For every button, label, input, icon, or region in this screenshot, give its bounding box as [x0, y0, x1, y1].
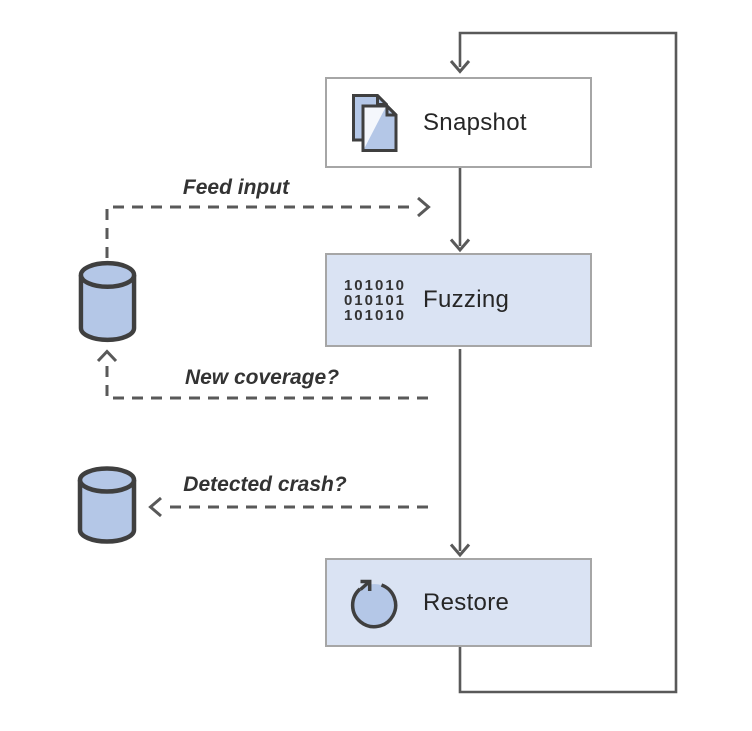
corpus-database-icon — [77, 260, 138, 350]
feed-input-label: Feed input — [182, 176, 290, 199]
circular-restore-arrow-icon — [327, 575, 423, 631]
detected-crash-label: Detected crash? — [183, 473, 347, 496]
node-restore: Restore — [325, 558, 592, 647]
binary-line: 101010 — [343, 306, 407, 324]
feed-input-connector — [105, 205, 416, 258]
node-fuzzing-label: Fuzzing — [423, 286, 510, 313]
node-fuzzing: 101010 010101 101010 Fuzzing — [325, 253, 592, 347]
documents-copy-icon — [327, 93, 423, 152]
crash-database-icon — [76, 466, 138, 551]
binary-line: 010101 — [343, 291, 407, 309]
node-snapshot: Snapshot — [325, 77, 592, 168]
fuzzing-to-restore-arrowhead-icon — [449, 543, 471, 558]
loop-arrowhead-down-icon — [449, 60, 471, 74]
binary-code-icon: 101010 010101 101010 — [327, 278, 423, 323]
feed-input-arrowhead-icon — [417, 196, 431, 218]
new-coverage-connector — [105, 362, 428, 400]
new-coverage-label: New coverage? — [184, 366, 340, 389]
binary-line: 101010 — [343, 276, 407, 294]
restore-loop-connector — [458, 31, 678, 694]
snapshot-to-fuzzing-arrowhead-icon — [449, 238, 471, 253]
detected-crash-arrowhead-icon — [148, 496, 162, 518]
node-snapshot-label: Snapshot — [423, 108, 527, 136]
new-coverage-arrowhead-icon — [96, 349, 118, 363]
node-restore-label: Restore — [423, 588, 510, 616]
